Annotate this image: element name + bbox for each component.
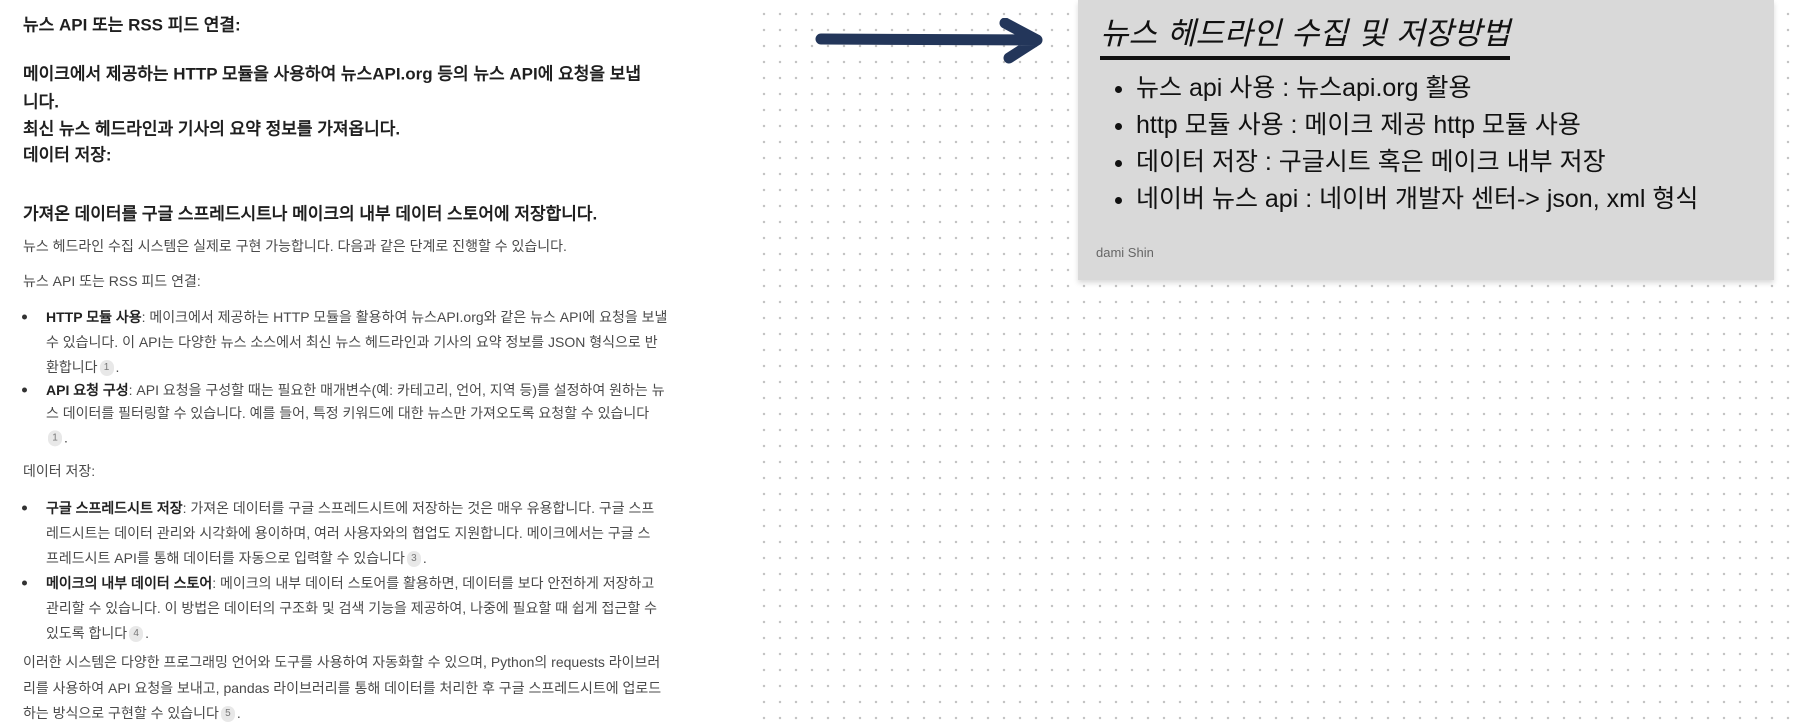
bullet bbox=[22, 505, 27, 511]
sticky-note-card[interactable]: 뉴스 헤드라인 수집 및 저장방법 뉴스 api 사용 : 뉴스api.org … bbox=[1078, 0, 1774, 280]
list-item: HTTP 모듈 사용: 메이크에서 제공하는 HTTP 모듈을 활용하여 뉴스A… bbox=[46, 309, 668, 325]
section-label: 데이터 저장: bbox=[23, 463, 96, 479]
card-author: dami Shin bbox=[1096, 245, 1154, 260]
card-title: 뉴스 헤드라인 수집 및 저장방법 bbox=[1100, 14, 1511, 60]
bold-line: 메이크에서 제공하는 HTTP 모듈을 사용하여 뉴스API.org 등의 뉴스… bbox=[23, 64, 642, 84]
list-item-text: 1. bbox=[46, 429, 68, 447]
bullet bbox=[22, 580, 27, 586]
card-bullet-list: 뉴스 api 사용 : 뉴스api.org 활용 http 모듈 사용 : 메이… bbox=[1116, 70, 1698, 218]
citation-badge[interactable]: 5 bbox=[220, 706, 235, 723]
list-item-text: 수 있습니다. 이 API는 다양한 뉴스 소스에서 최신 뉴스 헤드라인과 기… bbox=[46, 334, 658, 350]
card-list-item: 뉴스 api 사용 : 뉴스api.org 활용 bbox=[1136, 70, 1698, 107]
card-list-item: 데이터 저장 : 구글시트 혹은 메이크 내부 저장 bbox=[1136, 144, 1698, 181]
outro-text: 이러한 시스템은 다양한 프로그래밍 언어와 도구를 사용하여 자동화할 수 있… bbox=[23, 654, 661, 670]
list-item: API 요청 구성: API 요청을 구성할 때는 필요한 매개변수(예: 카테… bbox=[46, 382, 665, 398]
list-item-text: 레드시트는 데이터 관리와 시각화에 용이하며, 여러 사용자와의 협업도 지원… bbox=[46, 525, 651, 541]
list-item: 구글 스프레드시트 저장: 가져온 데이터를 구글 스프레드시트에 저장하는 것… bbox=[46, 500, 655, 516]
list-item-text: 관리할 수 있습니다. 이 방법은 데이터의 구조화 및 검색 기능을 제공하여… bbox=[46, 600, 657, 616]
list-item-text: 스 데이터를 필터링할 수 있습니다. 예를 들어, 특정 키워드에 대한 뉴스… bbox=[46, 405, 650, 421]
bullet bbox=[22, 387, 27, 393]
heading-data-storage: 데이터 저장: bbox=[23, 145, 112, 165]
outro-text: 리를 사용하여 API 요청을 보내고, pandas 라이브러리를 통해 데이… bbox=[23, 680, 662, 696]
citation-badge[interactable]: 1 bbox=[99, 360, 114, 377]
citation-badge[interactable]: 1 bbox=[48, 430, 62, 447]
card-list-item: 네이버 뉴스 api : 네이버 개발자 센터-> json, xml 형식 bbox=[1136, 181, 1698, 218]
bold-line: 가져온 데이터를 구글 스프레드시트나 메이크의 내부 데이터 스토어에 저장합… bbox=[23, 204, 598, 224]
bold-line: 니다. bbox=[23, 92, 60, 112]
list-item: 메이크의 내부 데이터 스토어: 메이크의 내부 데이터 스토어를 활용하면, … bbox=[46, 575, 655, 591]
card-list-item: http 모듈 사용 : 메이크 제공 http 모듈 사용 bbox=[1136, 107, 1698, 144]
section-label: 뉴스 API 또는 RSS 피드 연결: bbox=[23, 273, 201, 289]
heading-news-api: 뉴스 API 또는 RSS 피드 연결: bbox=[23, 15, 241, 35]
citation-badge[interactable]: 3 bbox=[406, 551, 421, 568]
ai-answer-document: 뉴스 API 또는 RSS 피드 연결: 메이크에서 제공하는 HTTP 모듈을… bbox=[0, 0, 752, 728]
bold-line: 최신 뉴스 헤드라인과 기사의 요약 정보를 가져옵니다. bbox=[23, 119, 401, 139]
citation-badge[interactable]: 4 bbox=[129, 626, 144, 643]
arrow-right-icon[interactable] bbox=[805, 18, 1045, 68]
bullet bbox=[22, 314, 27, 320]
intro-text: 뉴스 헤드라인 수집 시스템은 실제로 구현 가능합니다. 다음과 같은 단계로… bbox=[23, 238, 567, 254]
